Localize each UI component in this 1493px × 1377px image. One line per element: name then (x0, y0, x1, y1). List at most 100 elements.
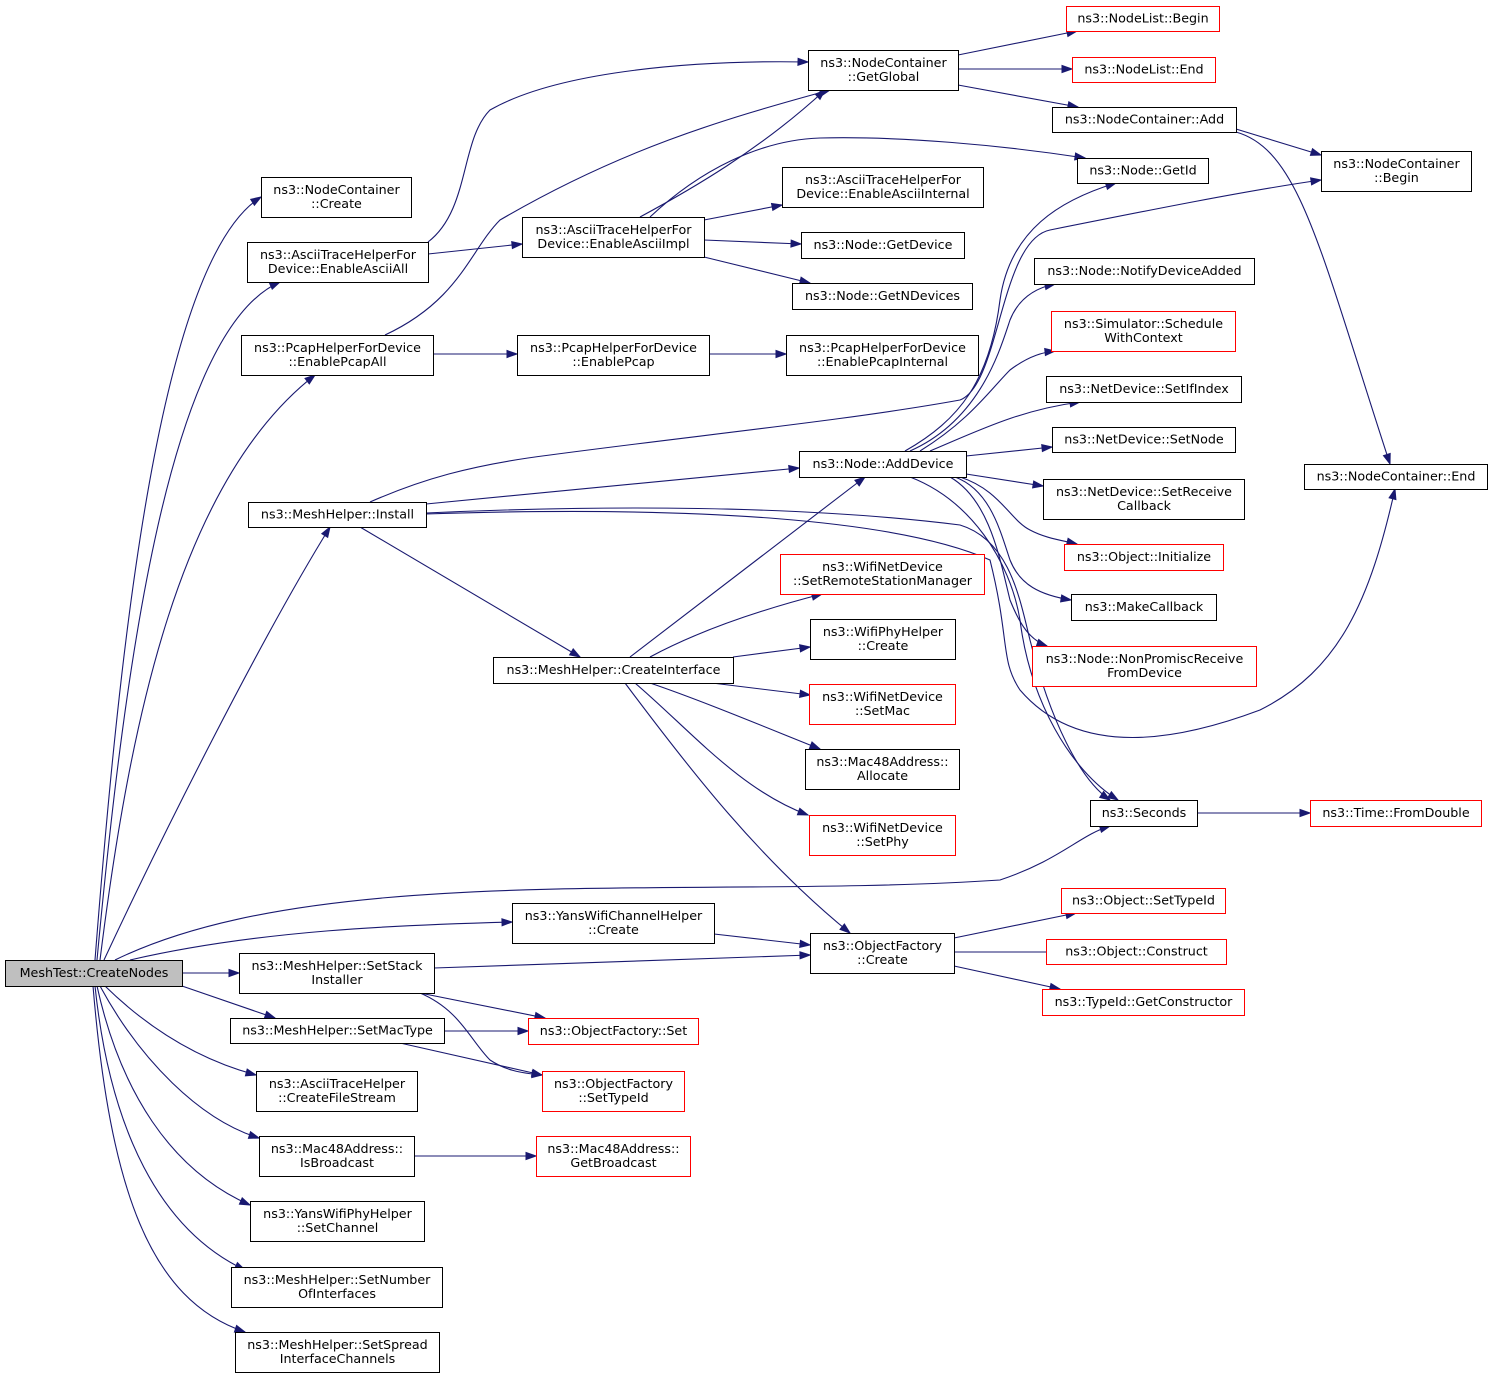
node-of-set[interactable]: ns3::ObjectFactory::Set (528, 1018, 699, 1045)
edge-stack-to-of_set (419, 992, 546, 1019)
node-label: ns3::MeshHelper::Install (261, 507, 414, 522)
node-label: ns3::MeshHelper::CreateInterface (507, 662, 721, 677)
node-label: ns3::WifiNetDevice (822, 820, 943, 835)
edge-adddevice-to-setrecv (965, 473, 1044, 487)
node-mesh-install[interactable]: ns3::MeshHelper::Install (248, 502, 427, 528)
node-box (512, 903, 715, 944)
node-setphy[interactable]: ns3::WifiNetDevice::SetPhy (809, 815, 956, 856)
arrowhead (263, 1010, 277, 1019)
arrowhead (1041, 443, 1054, 453)
edge-adddevice-to-schedule (919, 350, 1056, 452)
edge-root-to-filestream (104, 985, 257, 1076)
node-phy-create[interactable]: ns3::WifiPhyHelper::Create (810, 619, 956, 660)
node-nl-end[interactable]: ns3::NodeList::End (1072, 57, 1216, 83)
node-getndevices[interactable]: ns3::Node::GetNDevices (792, 283, 973, 310)
edge-root-to-numif (94, 985, 246, 1271)
node-label: ns3::Simulator::Schedule (1064, 316, 1223, 331)
arrowhead (501, 918, 514, 927)
edge-root-to-mactype (181, 985, 276, 1019)
node-getid[interactable]: ns3::Node::GetId (1077, 158, 1209, 184)
node-of-create[interactable]: ns3::ObjectFactory::Create (810, 933, 955, 974)
node-setmac[interactable]: ns3::WifiNetDevice::SetMac (809, 684, 956, 725)
node-getdevice[interactable]: ns3::Node::GetDevice (801, 232, 965, 259)
node-box (493, 657, 734, 684)
node-setchannel[interactable]: ns3::YansWifiPhyHelper::SetChannel (250, 1201, 425, 1242)
node-box (1066, 6, 1220, 32)
node-create-if[interactable]: ns3::MeshHelper::CreateInterface (493, 657, 734, 684)
node-allocate[interactable]: ns3::Mac48Address::Allocate (805, 749, 960, 790)
node-box (231, 1267, 443, 1308)
node-adddevice[interactable]: ns3::Node::AddDevice (799, 451, 967, 478)
node-label: MeshTest::CreateNodes (20, 965, 169, 980)
edge-getglobal-to-nl_begin (957, 30, 1078, 56)
node-getbroadcast[interactable]: ns3::Mac48Address::GetBroadcast (536, 1136, 691, 1177)
node-fromdouble[interactable]: ns3::Time::FromDouble (1310, 800, 1482, 827)
node-notify[interactable]: ns3::Node::NotifyDeviceAdded (1034, 258, 1255, 285)
node-settypeid[interactable]: ns3::Object::SetTypeId (1061, 888, 1226, 914)
node-setnode[interactable]: ns3::NetDevice::SetNode (1052, 427, 1236, 453)
node-pcap-all[interactable]: ns3::PcapHelperForDevice::EnablePcapAll (241, 335, 434, 376)
node-construct[interactable]: ns3::Object::Construct (1046, 939, 1227, 965)
node-yans-chan[interactable]: ns3::YansWifiChannelHelper::Create (512, 903, 715, 944)
arrowhead (268, 281, 282, 291)
node-ascii-internal[interactable]: ns3::AsciiTraceHelperForDevice::EnableAs… (782, 167, 984, 208)
node-box (1046, 939, 1227, 965)
node-box (542, 1071, 685, 1112)
node-box (522, 217, 705, 258)
node-pcap-enable[interactable]: ns3::PcapHelperForDevice::EnablePcap (517, 335, 710, 376)
arrowhead (799, 939, 812, 948)
node-label: ::Begin (1374, 170, 1419, 185)
edge-create_if-to-remote_mgr (649, 593, 823, 658)
edge-root-to-ascii_all (96, 281, 281, 961)
node-pcap-internal[interactable]: ns3::PcapHelperForDevice::EnablePcapInte… (786, 335, 979, 376)
node-ascii-impl[interactable]: ns3::AsciiTraceHelperForDevice::EnableAs… (522, 217, 705, 258)
arrowhead (799, 951, 812, 960)
node-makecb[interactable]: ns3::MakeCallback (1071, 594, 1217, 621)
node-label: ns3::NodeContainer (820, 55, 947, 70)
node-isbroadcast[interactable]: ns3::Mac48Address::IsBroadcast (259, 1136, 415, 1177)
node-nc-end[interactable]: ns3::NodeContainer::End (1304, 464, 1488, 490)
node-label: ns3::Node::GetNDevices (805, 288, 960, 303)
node-filestream[interactable]: ns3::AsciiTraceHelper::CreateFileStream (256, 1071, 418, 1112)
node-nc-create[interactable]: ns3::NodeContainer::Create (261, 177, 412, 218)
node-label: ns3::Mac48Address:: (271, 1141, 403, 1156)
node-initialize[interactable]: ns3::Object::Initialize (1064, 544, 1224, 571)
node-ascii-all[interactable]: ns3::AsciiTraceHelperForDevice::EnableAs… (247, 242, 429, 283)
node-of-settypeid[interactable]: ns3::ObjectFactory::SetTypeId (542, 1071, 685, 1112)
node-box (809, 815, 956, 856)
arrowhead (1044, 347, 1057, 357)
arrowhead (814, 88, 827, 101)
node-box (1061, 888, 1226, 914)
arrowhead (530, 1068, 544, 1077)
node-setifindex[interactable]: ns3::NetDevice::SetIfIndex (1046, 376, 1242, 403)
node-seconds[interactable]: ns3::Seconds (1090, 800, 1198, 827)
arrowhead (568, 648, 582, 658)
node-box (1046, 376, 1242, 403)
node-mactype[interactable]: ns3::MeshHelper::SetMacType (230, 1018, 445, 1044)
edge-nc_add-to-nc_begin (1235, 128, 1322, 156)
edge-stack-to-of_create (433, 954, 811, 969)
edge-mactype-to-of_settypeid (399, 1042, 543, 1076)
node-label: ns3::NetDevice::SetReceive (1056, 484, 1232, 499)
node-nc-add[interactable]: ns3::NodeContainer::Add (1052, 107, 1237, 133)
node-label: Installer (311, 972, 363, 987)
arrowhead (228, 968, 241, 978)
node-label: ns3::Node::NonPromiscReceive (1046, 651, 1244, 666)
node-spread[interactable]: ns3::MeshHelper::SetSpreadInterfaceChann… (235, 1332, 440, 1373)
node-remote-mgr[interactable]: ns3::WifiNetDevice::SetRemoteStationMana… (780, 554, 985, 595)
node-box (1064, 544, 1224, 571)
node-getctor[interactable]: ns3::TypeId::GetConstructor (1042, 989, 1245, 1016)
node-nl-begin[interactable]: ns3::NodeList::Begin (1066, 6, 1220, 32)
node-nc-begin[interactable]: ns3::NodeContainer::Begin (1321, 151, 1472, 192)
node-label: ns3::PcapHelperForDevice (530, 340, 697, 355)
node-getglobal[interactable]: ns3::NodeContainer::GetGlobal (808, 50, 959, 91)
node-label: ns3::Node::GetId (1089, 163, 1196, 178)
node-box (782, 167, 984, 208)
node-label: ::Create (858, 638, 909, 653)
edge-mesh_install-to-seconds (425, 507, 1111, 801)
